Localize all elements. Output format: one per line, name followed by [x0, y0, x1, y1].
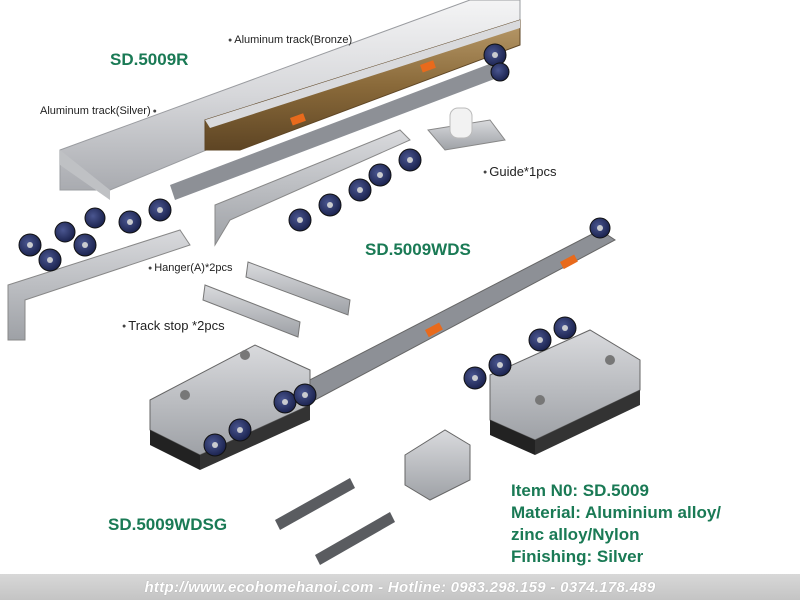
model-label-r: SD.5009R — [110, 50, 189, 69]
label-track-silver: Aluminum track(Silver) — [40, 105, 157, 117]
spec-material-1: Material: Aluminium alloy/ — [511, 503, 722, 522]
spec-material-2: zinc alloy/Nylon — [511, 525, 640, 544]
track-stops — [275, 478, 395, 565]
footer-contact-text: http://www.ecohomehanoi.com - Hotline: 0… — [144, 578, 656, 596]
guide-part — [427, 107, 506, 151]
label-hanger: Hanger(A)*2pcs — [148, 262, 232, 274]
spec-block: Item N0: SD.5009 Material: Aluminium all… — [511, 480, 721, 568]
label-guide: Guide*1pcs — [483, 164, 556, 179]
left-bracket — [7, 229, 191, 341]
bronze-track — [204, 19, 521, 151]
label-track-bronze: Aluminum track(Bronze) — [228, 34, 352, 46]
label-track-stop: Track stop *2pcs — [122, 318, 224, 333]
model-label-wds: SD.5009WDS — [365, 240, 471, 259]
hanger-parts — [202, 261, 351, 338]
upper-rail — [170, 60, 505, 200]
footer-bar: http://www.ecohomehanoi.com - Hotline: 0… — [0, 574, 800, 600]
glass-holder — [404, 429, 471, 501]
wds-rail — [214, 129, 411, 247]
left-glass-clamp — [149, 344, 311, 470]
right-glass-clamp — [489, 329, 641, 455]
spec-item: Item N0: SD.5009 — [511, 481, 649, 500]
spec-finishing: Finishing: Silver — [511, 547, 644, 566]
model-label-wdsg: SD.5009WDSG — [108, 515, 228, 534]
